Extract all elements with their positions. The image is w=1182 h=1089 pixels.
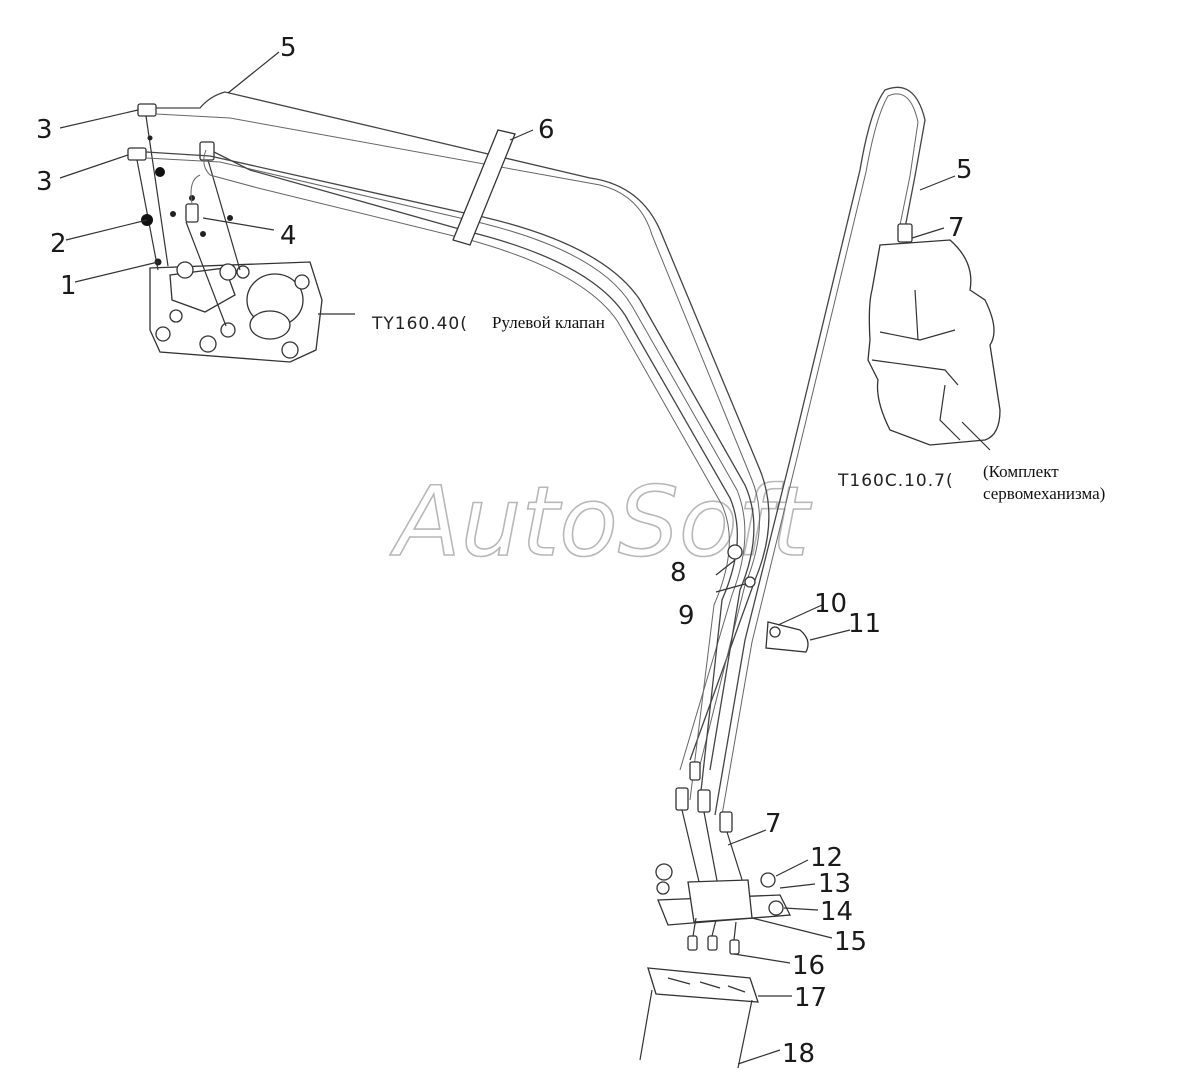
label-5-right: 5: [956, 155, 973, 185]
lower-fittings: [675, 761, 745, 887]
servo-name-line-1: (Комплект: [983, 462, 1059, 481]
steering-valve-name: Рулевой клапан: [492, 313, 605, 332]
pipe-bundle: [145, 86, 926, 816]
clamp-6: [452, 129, 516, 246]
bracket-10-11: [765, 621, 809, 653]
label-13: 13: [818, 869, 851, 899]
label-6: 6: [538, 115, 555, 145]
bolt-8-washer-9: [727, 544, 756, 588]
label-18: 18: [782, 1039, 815, 1069]
leader-lines: [59, 51, 991, 1065]
label-16: 16: [792, 951, 825, 981]
label-4: 4: [280, 221, 297, 251]
label-3-upper: 3: [36, 115, 53, 145]
plate-17: [639, 967, 759, 1069]
servo-code: T160C.10.7(: [837, 471, 954, 491]
servo-name-line-2: сервомеханизма): [983, 484, 1105, 503]
callout-servo: T160C.10.7( (Комплект сервомеханизма): [837, 462, 1105, 503]
fittings-16: [687, 917, 740, 955]
label-10: 10: [814, 589, 847, 619]
servo-mechanism: [867, 239, 1001, 446]
label-11: 11: [848, 609, 881, 639]
label-8: 8: [670, 558, 687, 588]
label-14: 14: [820, 897, 853, 927]
watermark-text: AutoSoft: [389, 466, 812, 578]
valve-block: [655, 863, 792, 926]
label-17: 17: [794, 983, 827, 1013]
label-15: 15: [834, 927, 867, 957]
part-number-labels: 3 3 2 1 4 5 6 5 7 8 9 10 11 7 12 13 14 1…: [36, 33, 973, 1069]
label-7-upper: 7: [948, 213, 965, 243]
label-2: 2: [50, 229, 67, 259]
callout-steering-valve: TY160.40( Рулевой клапан: [371, 313, 605, 334]
label-7-lower: 7: [765, 809, 782, 839]
label-12: 12: [810, 843, 843, 873]
label-3-lower: 3: [36, 167, 53, 197]
steering-valve-code: TY160.40(: [371, 314, 468, 334]
fitting-7-upper: [897, 223, 913, 243]
label-9: 9: [678, 601, 695, 631]
label-1: 1: [60, 271, 77, 301]
steering-valve: [149, 261, 323, 363]
label-5-left: 5: [280, 33, 297, 63]
